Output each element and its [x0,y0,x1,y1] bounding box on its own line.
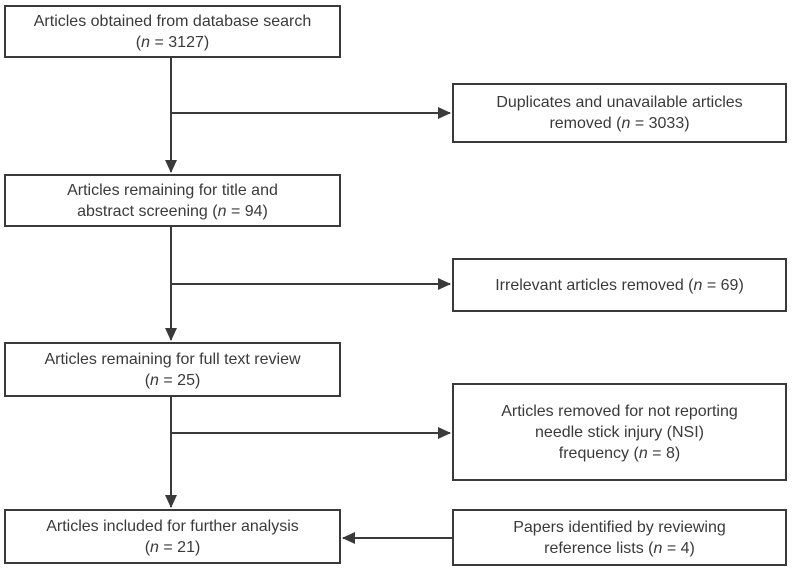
box-irrelevant-removed: Irrelevant articles removed (n = 69) [452,258,787,312]
box-database-search: Articles obtained from database search(n… [4,5,341,58]
box-included-for-analysis: Articles included for further analysis(n… [4,509,341,564]
box-full-text-review: Articles remaining for full text review(… [4,342,341,397]
